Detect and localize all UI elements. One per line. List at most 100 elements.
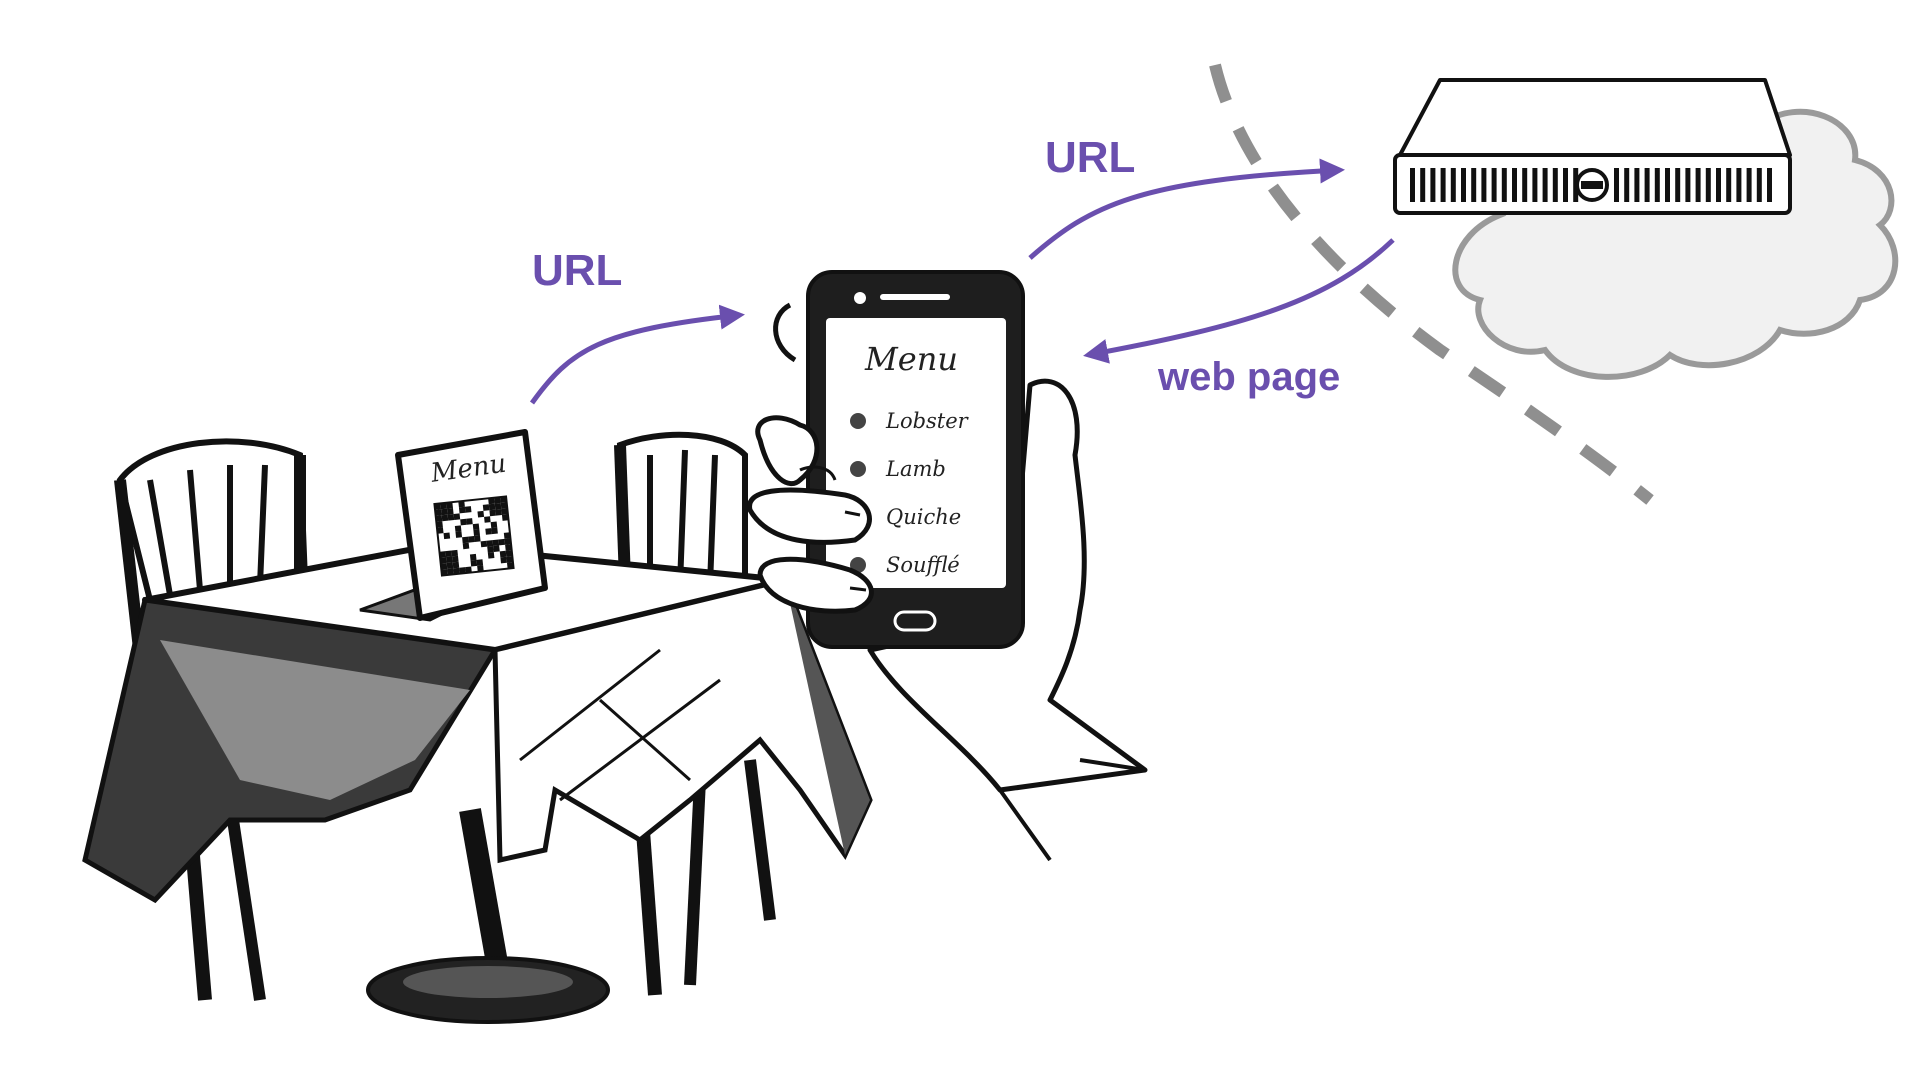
qr-module bbox=[439, 551, 447, 558]
table-icon: Menu bbox=[82, 429, 873, 1024]
vent-slot bbox=[1644, 168, 1650, 202]
qr-module bbox=[434, 503, 442, 510]
fingers bbox=[747, 415, 874, 614]
qr-module bbox=[446, 556, 453, 564]
qr-module bbox=[454, 525, 462, 532]
menu-card: Menu bbox=[359, 429, 548, 622]
qr-module bbox=[470, 559, 478, 567]
vent-slot bbox=[1705, 168, 1711, 202]
vent-slot bbox=[1767, 168, 1772, 202]
qr-module bbox=[484, 516, 491, 523]
qr-module bbox=[501, 508, 508, 515]
qr-module bbox=[486, 540, 494, 547]
vent-slot bbox=[1512, 168, 1517, 202]
qr-module bbox=[498, 538, 506, 546]
qr-module bbox=[480, 540, 488, 548]
hand-icon bbox=[773, 302, 1148, 862]
qr-module bbox=[459, 567, 466, 574]
qr-module bbox=[441, 568, 448, 576]
vent-slot bbox=[1410, 168, 1415, 202]
qr-module bbox=[485, 528, 492, 535]
phone-menu-title: Menu bbox=[864, 340, 958, 378]
vent-slot bbox=[1716, 168, 1721, 202]
qr-module bbox=[453, 513, 461, 520]
qr-module bbox=[455, 531, 463, 538]
qr-module bbox=[476, 559, 484, 566]
vent-slot bbox=[1756, 168, 1762, 202]
vent-slot bbox=[1685, 168, 1691, 202]
chair-icon bbox=[614, 431, 776, 996]
qr-module bbox=[460, 518, 467, 526]
network-boundary bbox=[1209, 63, 1654, 505]
qr-module bbox=[503, 532, 511, 539]
phone-menu-list: Lobster Lamb Quiche Soufflé bbox=[850, 409, 970, 577]
vent-slot bbox=[1522, 168, 1528, 202]
menu-item: Lamb bbox=[885, 457, 946, 481]
arrow-qr-to-phone bbox=[529, 304, 745, 405]
qr-module bbox=[487, 552, 495, 559]
qr-module bbox=[506, 562, 514, 569]
vent-slot bbox=[1634, 168, 1640, 202]
menu-item: Quiche bbox=[886, 505, 961, 529]
qr-module bbox=[491, 527, 498, 535]
vent-slot bbox=[1654, 168, 1660, 202]
qr-module bbox=[435, 515, 443, 522]
vent-slot bbox=[1675, 168, 1681, 202]
qr-module bbox=[440, 563, 448, 570]
menu-bullet-icon bbox=[850, 413, 866, 429]
qr-module bbox=[489, 509, 496, 517]
vent-slot bbox=[1665, 168, 1670, 202]
qr-module bbox=[482, 504, 490, 511]
qr-module bbox=[495, 508, 502, 516]
vent-slot bbox=[1552, 168, 1558, 202]
server-lock-icon bbox=[1575, 168, 1609, 202]
qr-module bbox=[505, 550, 513, 557]
qr-module bbox=[435, 509, 442, 516]
label-web-page: web page bbox=[1157, 355, 1340, 399]
qr-module bbox=[458, 506, 466, 514]
vent-slot bbox=[1481, 168, 1487, 202]
vent-slot bbox=[1695, 168, 1701, 202]
vent-slot bbox=[1440, 168, 1446, 202]
qr-module bbox=[464, 506, 472, 513]
qr-module bbox=[500, 496, 507, 504]
menu-item: Soufflé bbox=[886, 553, 960, 577]
qr-module bbox=[446, 502, 453, 509]
vent-slot bbox=[1736, 168, 1742, 202]
vent-slot bbox=[1501, 168, 1507, 202]
label-url-to-phone: URL bbox=[532, 246, 622, 295]
qr-module bbox=[474, 535, 481, 542]
qr-module bbox=[453, 567, 460, 575]
qr-module bbox=[462, 536, 469, 544]
arrow-phone-to-server bbox=[1028, 158, 1345, 260]
menu-bullet-icon bbox=[850, 461, 866, 477]
qr-module bbox=[458, 500, 465, 508]
vent-slot bbox=[1450, 168, 1456, 202]
qr-module bbox=[445, 550, 453, 558]
qr-module bbox=[477, 510, 485, 518]
qr-module bbox=[492, 539, 500, 547]
qr-module bbox=[488, 503, 496, 511]
vent-slot bbox=[1614, 168, 1619, 202]
qr-module bbox=[494, 503, 502, 510]
vent-slot bbox=[1726, 168, 1732, 202]
qr-module bbox=[477, 565, 484, 572]
vent-slot bbox=[1532, 168, 1538, 202]
qr-module bbox=[451, 549, 458, 557]
vent-slot bbox=[1420, 168, 1426, 202]
qr-module bbox=[452, 561, 460, 569]
chair-icon bbox=[114, 438, 309, 1001]
qr-module bbox=[465, 566, 472, 574]
qr-module bbox=[440, 557, 447, 564]
qr-module bbox=[494, 497, 501, 504]
qr-module bbox=[506, 556, 513, 563]
qr-module bbox=[447, 568, 454, 575]
qr-module bbox=[447, 514, 455, 521]
qr-module bbox=[493, 545, 500, 553]
qr-module bbox=[473, 529, 480, 536]
qr-module bbox=[446, 562, 454, 569]
menu-item: Lobster bbox=[885, 409, 970, 433]
qr-module bbox=[500, 556, 507, 564]
qr-module bbox=[436, 521, 443, 528]
